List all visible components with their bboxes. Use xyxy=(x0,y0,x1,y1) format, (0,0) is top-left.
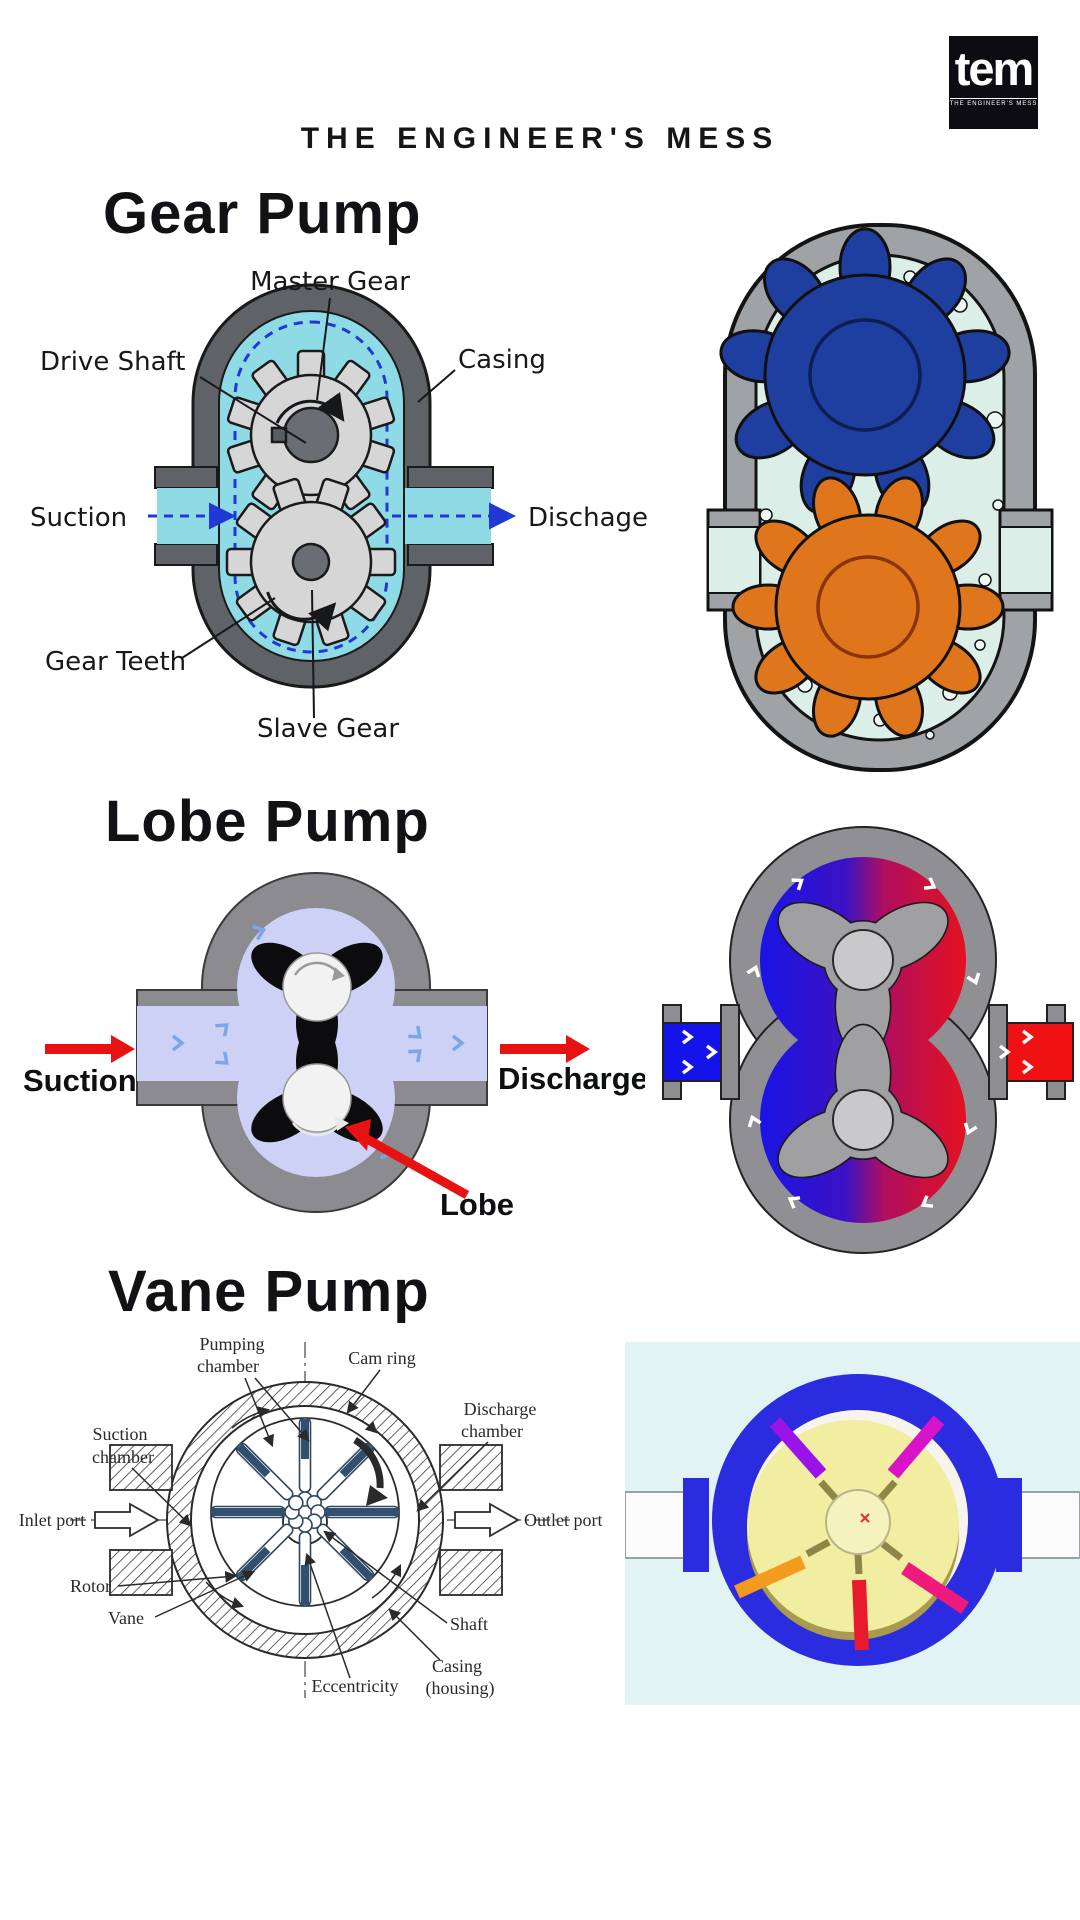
leader-lines xyxy=(117,1369,489,1679)
drive-gear-blue xyxy=(715,227,1015,523)
outlet-pipe xyxy=(1006,1022,1074,1082)
label-casing-housing-1: Casing xyxy=(432,1656,482,1676)
lobe-pump-schematic: Suction Discharge Lobe xyxy=(23,872,645,1222)
vanes xyxy=(734,1415,969,1651)
label-rotor: Rotor xyxy=(70,1576,111,1596)
vane-pump-heading: Vane Pump xyxy=(108,1259,430,1324)
label-pumping-chamber-1: Pumping xyxy=(199,1334,264,1354)
label-discharge: Discharge xyxy=(498,1061,645,1096)
gear-pump-heading: Gear Pump xyxy=(103,181,422,246)
ring-flanges xyxy=(683,1478,1022,1572)
inlet-pipe xyxy=(662,1022,724,1082)
label-suction: Suction xyxy=(30,503,127,533)
gear-pump-illustration xyxy=(706,223,1054,772)
label-gear-teeth: Gear Teeth xyxy=(45,647,186,677)
label-discharge: Dischage xyxy=(528,503,648,533)
lobe-pointer-arrow xyxy=(345,1119,470,1199)
vane-pump-schematic: Pumping chamber Cam ring Discharge chamb… xyxy=(19,1334,603,1699)
label-lobe: Lobe xyxy=(440,1187,514,1222)
rotation-arrows xyxy=(205,1406,402,1609)
discharge-arrow xyxy=(500,1035,590,1063)
lobe-pump-illustration xyxy=(662,826,1074,1254)
label-pumping-chamber-2: chamber xyxy=(197,1356,259,1376)
vane-pump-illustration xyxy=(625,1342,1080,1705)
top-lobe-rotor xyxy=(231,885,419,1080)
label-cam-ring: Cam ring xyxy=(348,1348,416,1368)
label-discharge-chamber-2: chamber xyxy=(461,1421,523,1441)
inlet-arrow xyxy=(94,1502,160,1538)
label-suction: Suction xyxy=(23,1063,137,1098)
suction-arrow xyxy=(45,1035,135,1063)
gear-pump-schematic: Master Gear Drive Shaft Casing Suction D… xyxy=(30,267,648,744)
label-drive-shaft: Drive Shaft xyxy=(40,347,185,377)
label-eccentricity: Eccentricity xyxy=(312,1676,399,1696)
flow-path xyxy=(148,320,516,654)
label-suction-chamber-1: Suction xyxy=(92,1424,147,1444)
label-casing: Casing xyxy=(458,345,546,375)
label-suction-chamber-2: chamber xyxy=(92,1447,154,1467)
label-outlet-port: Outlet port xyxy=(524,1510,603,1530)
vane-spokes xyxy=(805,1479,904,1575)
bottom-rotor xyxy=(765,1023,961,1193)
label-discharge-chamber-1: Discharge xyxy=(464,1399,537,1419)
label-master-gear: Master Gear xyxy=(250,267,410,297)
logo-text: tem xyxy=(954,42,1035,95)
label-slave-gear: Slave Gear xyxy=(257,714,399,744)
top-rotor xyxy=(752,828,995,1080)
lobe-pump-heading: Lobe Pump xyxy=(105,789,430,854)
master-gear xyxy=(225,349,397,521)
logo-tagline: THE ENGINEER'S MESS xyxy=(949,98,1038,107)
brand-logo: tem THE ENGINEER'S MESS xyxy=(949,36,1038,129)
label-shaft: Shaft xyxy=(450,1614,488,1634)
flanges xyxy=(662,1004,1066,1100)
leader-lines xyxy=(181,297,456,719)
ports xyxy=(109,1444,503,1596)
bottom-lobe-rotor xyxy=(242,1024,392,1154)
label-vane: Vane xyxy=(108,1608,144,1628)
page-title: THE ENGINEER'S MESS xyxy=(300,122,780,155)
outlet-arrow xyxy=(454,1502,520,1538)
label-inlet-port: Inlet port xyxy=(19,1510,85,1530)
hub xyxy=(825,1489,891,1555)
idler-gear-orange xyxy=(731,470,1005,744)
label-casing-housing-2: (housing) xyxy=(426,1678,495,1699)
